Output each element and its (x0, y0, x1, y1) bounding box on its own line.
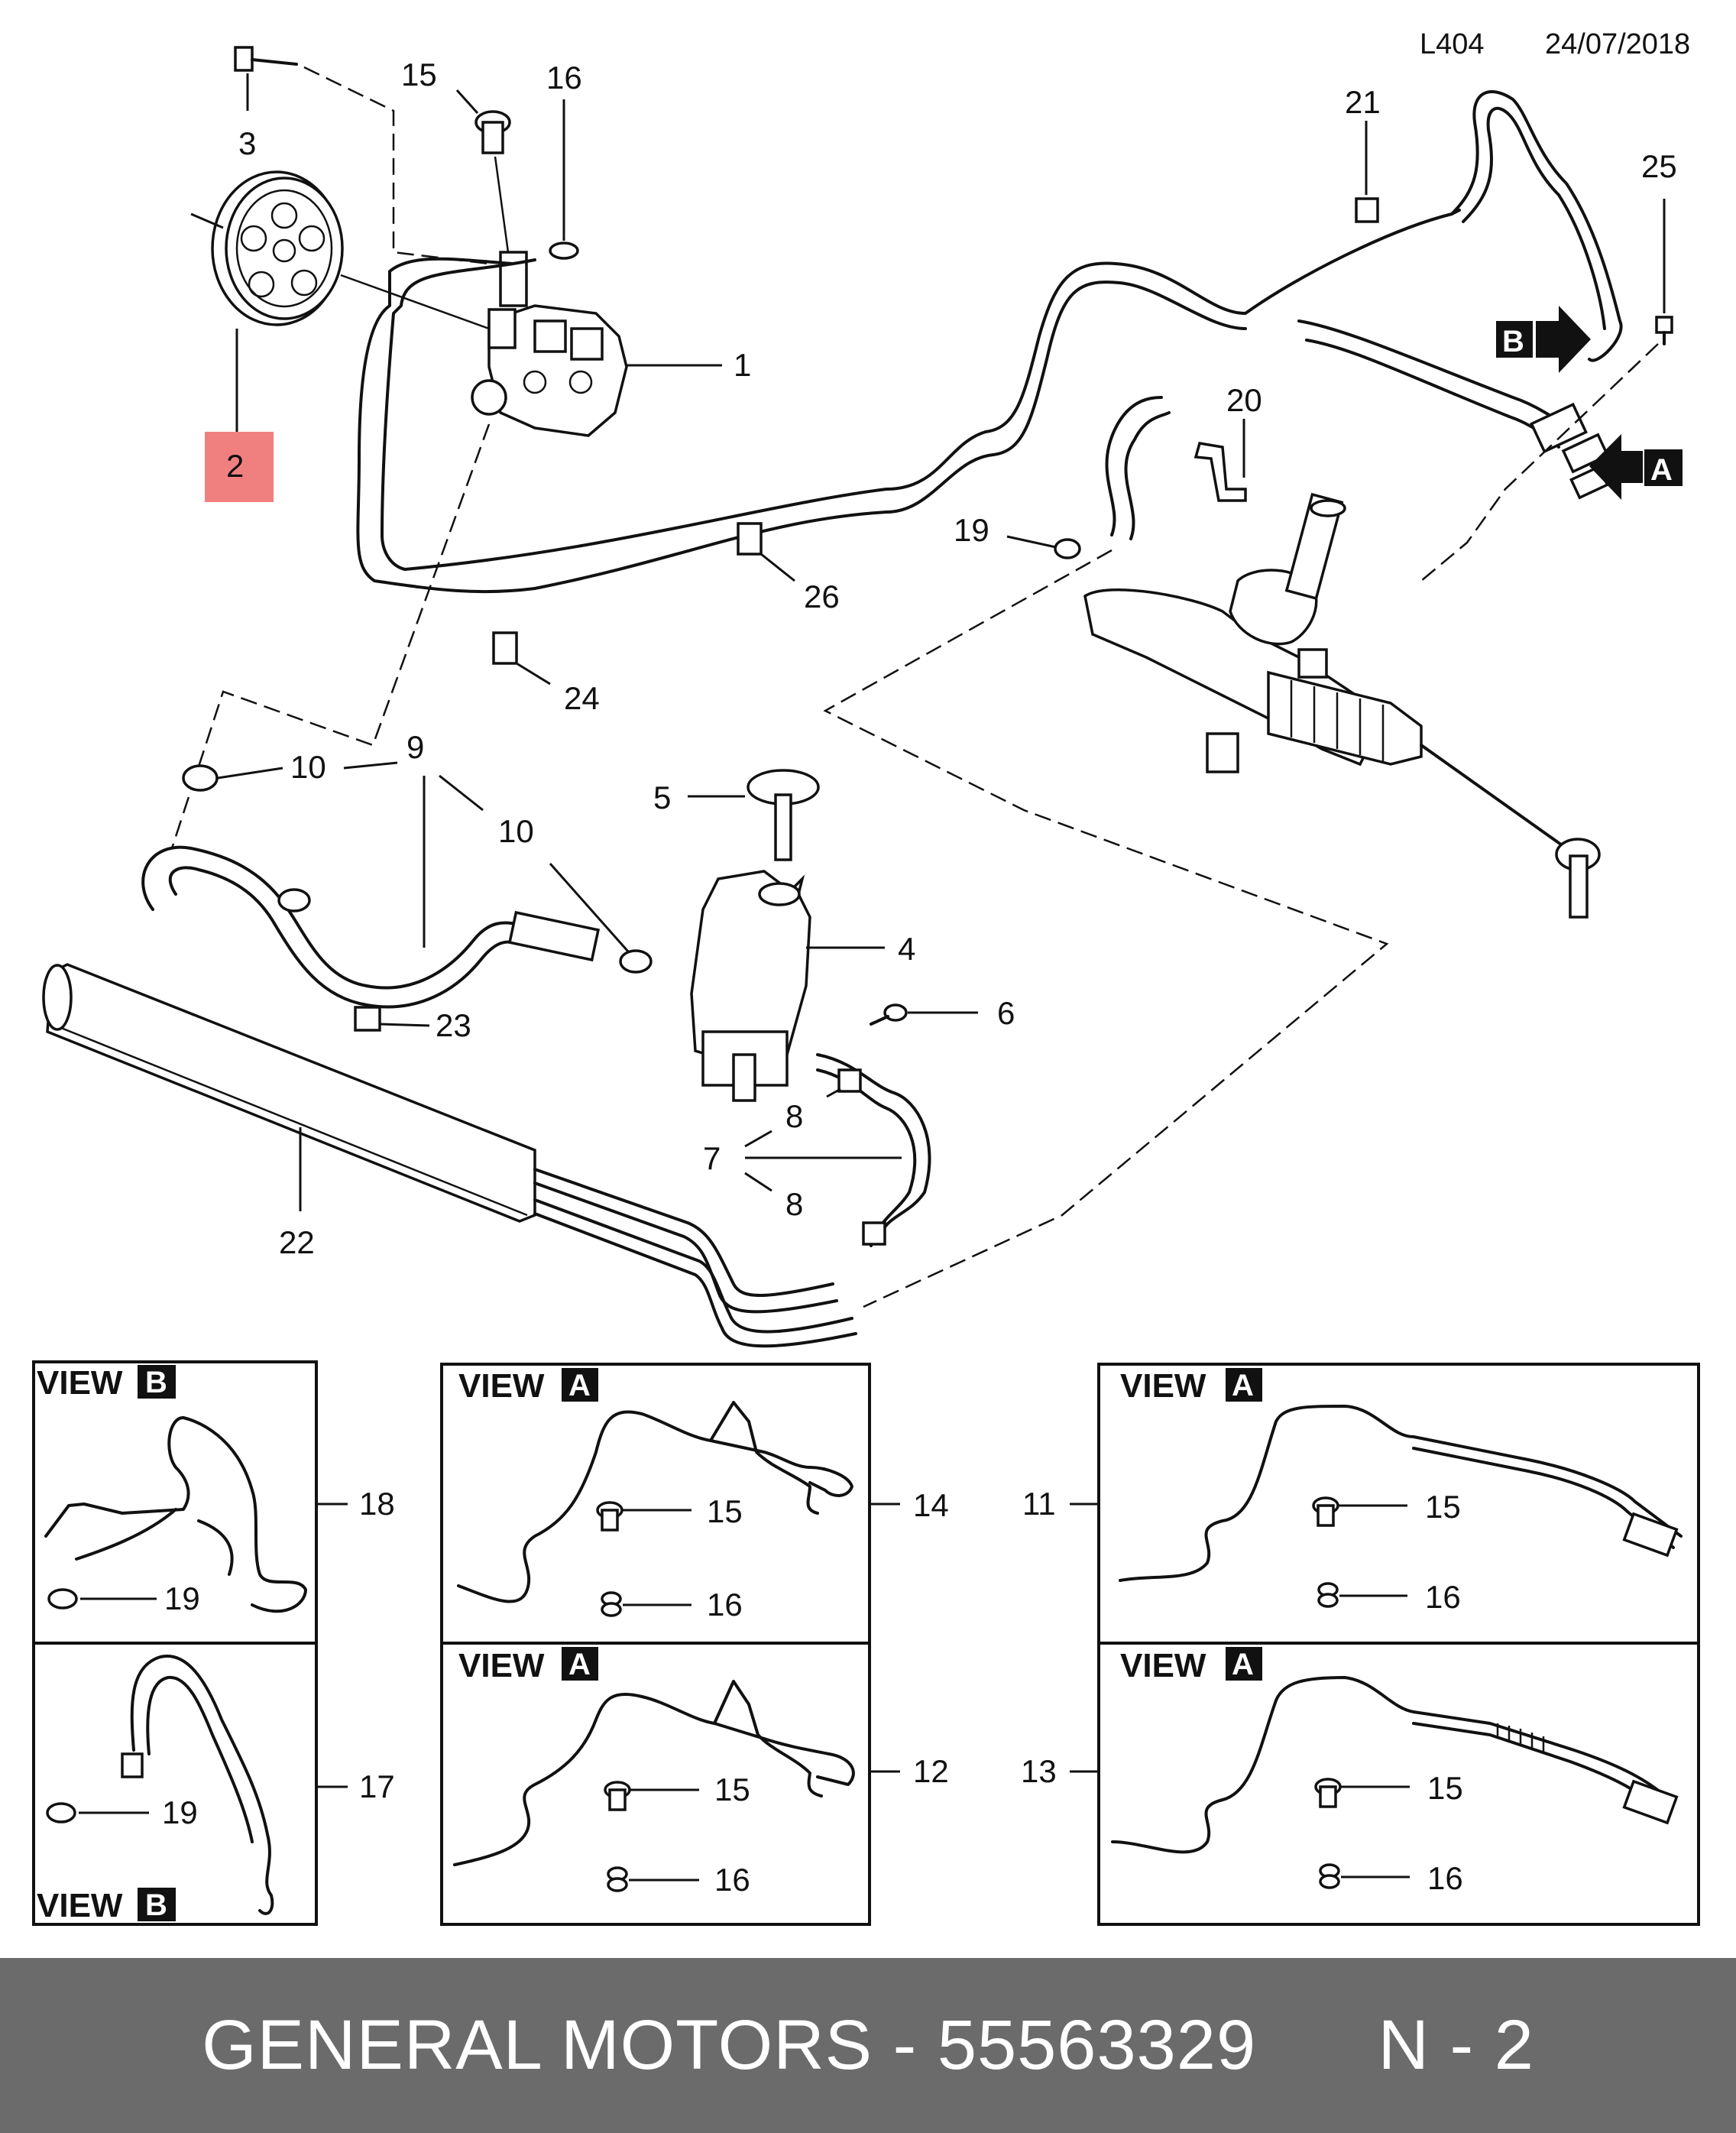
callout-8a[interactable]: 8 (785, 1098, 803, 1134)
callout-1[interactable]: 1 (734, 347, 751, 383)
view-a-panel-13: VIEW A 15 16 (1097, 1642, 1700, 1926)
callout-26[interactable]: 26 (804, 579, 840, 614)
view-a-13-callout-16[interactable]: 16 (1427, 1860, 1463, 1896)
view-a-title: VIEW (458, 1367, 545, 1405)
view-a-13-callout-15[interactable]: 15 (1427, 1770, 1463, 1806)
diagram-date: 24/07/2018 (1545, 28, 1690, 60)
callout-18[interactable]: 18 (359, 1486, 395, 1522)
callout-19[interactable]: 19 (954, 512, 989, 548)
view-b-title: VIEW (37, 1364, 123, 1402)
callout-3[interactable]: 3 (238, 125, 256, 161)
callout-2[interactable]: 2 (226, 448, 244, 484)
footer-gap (1256, 2006, 1378, 2084)
footer-bar: GENERAL MOTORS - 55563329 N - 2 (0, 1958, 1736, 2133)
view-b-17-callout[interactable]: 19 (162, 1794, 198, 1830)
banjo-bolt-view[interactable] (596, 1501, 623, 1532)
pulley[interactable] (211, 170, 344, 326)
view-a2-letter: A (568, 1648, 591, 1681)
arrow-b-letter: B (1502, 325, 1524, 358)
callout-16[interactable]: 16 (546, 60, 582, 96)
cooler-pipe[interactable] (42, 963, 857, 1348)
banjo-bolt[interactable] (474, 110, 511, 154)
power-steering-pump[interactable] (471, 251, 628, 437)
clamp[interactable] (1054, 538, 1081, 559)
clip[interactable] (354, 1006, 381, 1032)
callout-25[interactable]: 25 (1641, 148, 1677, 184)
hose-clamp[interactable] (837, 1068, 862, 1093)
view-a-14-callout-15[interactable]: 15 (707, 1493, 743, 1529)
hose-clip[interactable] (1355, 197, 1379, 223)
footer-text: GENERAL MOTORS - 55563329 N - 2 (202, 2005, 1534, 2086)
parts-diagram: L404 24/07/2018 2 3 1 (32, 28, 1700, 1926)
view-arrow-a[interactable]: A (1589, 434, 1683, 500)
bolt[interactable] (234, 46, 298, 72)
view-a-14-callout-16[interactable]: 16 (707, 1587, 743, 1622)
callout-7[interactable]: 7 (703, 1140, 721, 1176)
callout-11[interactable]: 11 (1022, 1486, 1056, 1522)
clip[interactable] (737, 522, 763, 556)
clip[interactable] (492, 631, 518, 665)
footer-separator: - (873, 2006, 938, 2084)
callout-13[interactable]: 13 (1021, 1753, 1057, 1789)
callout-10b[interactable]: 10 (498, 813, 534, 849)
view-b-panel-17: 19 VIEW B (32, 1642, 318, 1926)
diagram-code: L404 (1420, 28, 1485, 60)
hose-clamp[interactable] (619, 949, 653, 974)
arrow-a-letter: A (1650, 453, 1673, 487)
callout-9[interactable]: 9 (406, 729, 424, 765)
callout-21[interactable]: 21 (1345, 84, 1381, 120)
view-a3-title: VIEW (1120, 1367, 1206, 1405)
callout-17[interactable]: 17 (359, 1768, 395, 1804)
view-a-11-callout-16[interactable]: 16 (1425, 1579, 1461, 1615)
callout-6[interactable]: 6 (997, 995, 1015, 1031)
screw[interactable] (870, 1003, 908, 1026)
hose-fitting[interactable] (1530, 402, 1610, 500)
callout-10a[interactable]: 10 (290, 749, 326, 785)
view-b2-letter: B (145, 1888, 167, 1922)
bracket[interactable] (1194, 442, 1247, 502)
screw[interactable] (1655, 316, 1673, 345)
view-a-panel-11: VIEW A 15 16 (1097, 1363, 1700, 1645)
view-a4-letter: A (1232, 1648, 1254, 1681)
hose-clamp[interactable] (182, 764, 219, 792)
hose-clamp[interactable] (862, 1221, 886, 1246)
callout-5[interactable]: 5 (653, 780, 671, 815)
callout-23[interactable]: 23 (436, 1007, 471, 1043)
view-a-letter: A (568, 1369, 591, 1402)
view-a-11-callout-15[interactable]: 15 (1425, 1489, 1461, 1525)
callout-8b[interactable]: 8 (785, 1186, 803, 1222)
view-b-18-callout[interactable]: 19 (164, 1580, 200, 1616)
reservoir-cap[interactable] (747, 769, 820, 861)
callout-4[interactable]: 4 (898, 931, 915, 967)
callout-22[interactable]: 22 (279, 1224, 315, 1260)
footer-sheet: N - 2 (1378, 2006, 1534, 2084)
callout-14[interactable]: 14 (913, 1487, 949, 1523)
view-b-panel-18: VIEW B 19 (32, 1360, 318, 1645)
hose-clamp[interactable] (277, 888, 311, 913)
view-a-12-callout-16[interactable]: 16 (714, 1862, 750, 1898)
callout-24[interactable]: 24 (564, 680, 600, 716)
view-b-letter: B (145, 1366, 167, 1399)
view-a3-letter: A (1232, 1369, 1254, 1402)
view-a-12-callout-15[interactable]: 15 (714, 1772, 750, 1807)
view-arrow-b[interactable]: B (1496, 306, 1591, 373)
fluid-reservoir[interactable] (690, 870, 811, 1102)
view-a4-title: VIEW (1120, 1647, 1206, 1684)
view-a2-title: VIEW (458, 1647, 545, 1684)
part-2-highlight[interactable] (205, 432, 274, 502)
callout-20[interactable]: 20 (1226, 382, 1262, 418)
view-b2-title: VIEW (37, 1887, 123, 1924)
seal-ring[interactable] (549, 242, 579, 260)
view-a-panel-14: VIEW A 15 16 (440, 1363, 871, 1645)
steering-rack[interactable] (1083, 492, 1601, 919)
callout-12[interactable]: 12 (913, 1753, 949, 1789)
footer-brand: GENERAL MOTORS (202, 2006, 873, 2084)
footer-part-number: 55563329 (937, 2006, 1257, 2084)
view-a-panel-12: VIEW A 15 16 (440, 1642, 871, 1926)
callout-15[interactable]: 15 (401, 57, 437, 92)
